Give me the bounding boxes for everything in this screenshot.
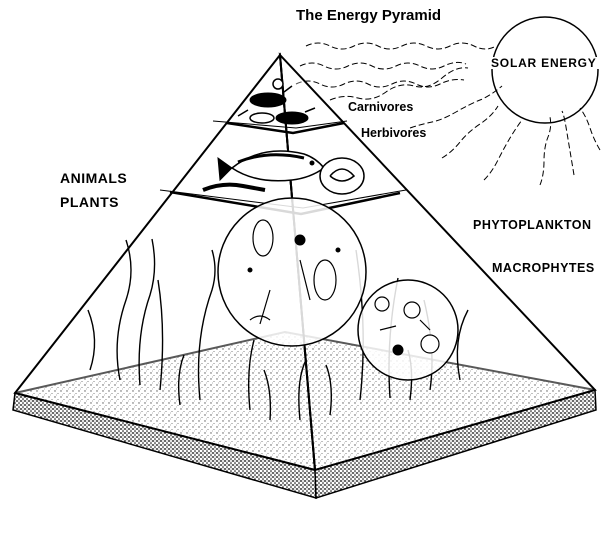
diagram-title: The Energy Pyramid [296,8,441,23]
animals-label: ANIMALS [60,171,127,185]
herbivores-label: Herbivores [361,127,426,140]
macrophytes-label: MACROPHYTES [492,262,595,275]
plants-label: PLANTS [60,195,119,209]
carnivores-label: Carnivores [348,101,413,114]
sun-icon [492,17,598,123]
solar-energy-label: SOLAR ENERGY [489,57,599,69]
phytoplankton-label: PHYTOPLANKTON [473,219,592,232]
